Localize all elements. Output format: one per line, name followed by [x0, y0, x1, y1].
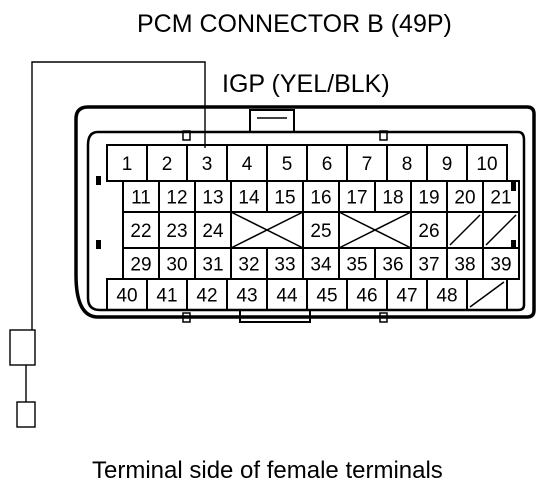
pin-label: 17 [346, 188, 367, 209]
probe-tip [16, 401, 36, 428]
blank-cavity-x [230, 211, 304, 249]
pin-label: 42 [196, 286, 217, 307]
pin-label: 14 [238, 188, 260, 209]
pin-label: 7 [362, 154, 373, 175]
pin-label: 33 [274, 255, 295, 276]
housing-inner-frame [86, 130, 526, 312]
probe-lead [9, 61, 206, 428]
pin-label: 43 [236, 286, 257, 307]
pin-label-highlighted: 3 [202, 154, 213, 175]
side-bump-left-bottom [96, 240, 101, 249]
pin-label: 41 [156, 286, 177, 307]
diagram-title: PCM CONNECTOR B (49P) [137, 10, 452, 38]
housing-latch [249, 109, 295, 133]
side-bump-right-bottom [511, 240, 516, 249]
pin-label: 16 [310, 188, 331, 209]
pin-label: 10 [476, 154, 497, 175]
pin-label: 4 [242, 154, 253, 175]
pin-label: 35 [346, 255, 367, 276]
pin-label: 29 [130, 255, 151, 276]
guide-key-bottom-right [379, 312, 388, 323]
pin-label: 36 [382, 255, 403, 276]
pin-label: 30 [166, 255, 187, 276]
pin-label: 15 [274, 188, 295, 209]
pin-label: 2 [162, 154, 173, 175]
pin-label: 12 [166, 188, 187, 209]
side-bump-right-top [511, 182, 516, 191]
pin-label: 34 [310, 255, 332, 276]
pin-label: 45 [316, 286, 337, 307]
pin-label: 21 [490, 188, 511, 209]
blank-cavity-slash [449, 214, 481, 246]
pin-label: 44 [276, 286, 298, 307]
pin-label: 23 [166, 221, 187, 242]
blank-cavity-x [338, 211, 412, 249]
wire-label: IGP (YEL/BLK) [222, 70, 390, 98]
probe-wire [31, 61, 206, 330]
blank-cavity-slash [485, 214, 517, 246]
pin-label: 9 [442, 154, 453, 175]
pin-label: 22 [130, 221, 151, 242]
pin-label: 11 [131, 188, 151, 209]
pin-label: 20 [454, 188, 475, 209]
guide-key-bottom-left [182, 312, 191, 323]
pin-label: 26 [418, 221, 439, 242]
side-bump-left-top [96, 176, 101, 185]
pin-label: 38 [454, 255, 475, 276]
pin-label: 24 [202, 221, 224, 242]
pin-label: 25 [310, 221, 331, 242]
pin-label: 13 [202, 188, 223, 209]
pin-label: 48 [436, 286, 457, 307]
pin-label: 6 [322, 154, 333, 175]
pin-label: 19 [418, 188, 439, 209]
pin-label: 31 [202, 255, 223, 276]
caption: Terminal side of female terminals [92, 457, 443, 484]
pin-label: 1 [122, 154, 133, 175]
housing-outer [74, 105, 536, 319]
pin-label: 40 [116, 286, 137, 307]
guide-key-top-left [182, 130, 191, 141]
pin-label: 32 [238, 255, 259, 276]
pin-label: 47 [396, 286, 417, 307]
probe-body [9, 329, 36, 366]
pin-label: 18 [382, 188, 403, 209]
pin-label: 8 [402, 154, 413, 175]
pin-label: 5 [282, 154, 293, 175]
guide-key-top-right [379, 130, 388, 141]
connector-housing [74, 105, 536, 323]
blank-cavity-slash [469, 281, 505, 308]
pin-label: 39 [490, 255, 511, 276]
pin-label: 46 [356, 286, 377, 307]
pin-cell [466, 278, 508, 311]
pin-label: 37 [418, 255, 439, 276]
